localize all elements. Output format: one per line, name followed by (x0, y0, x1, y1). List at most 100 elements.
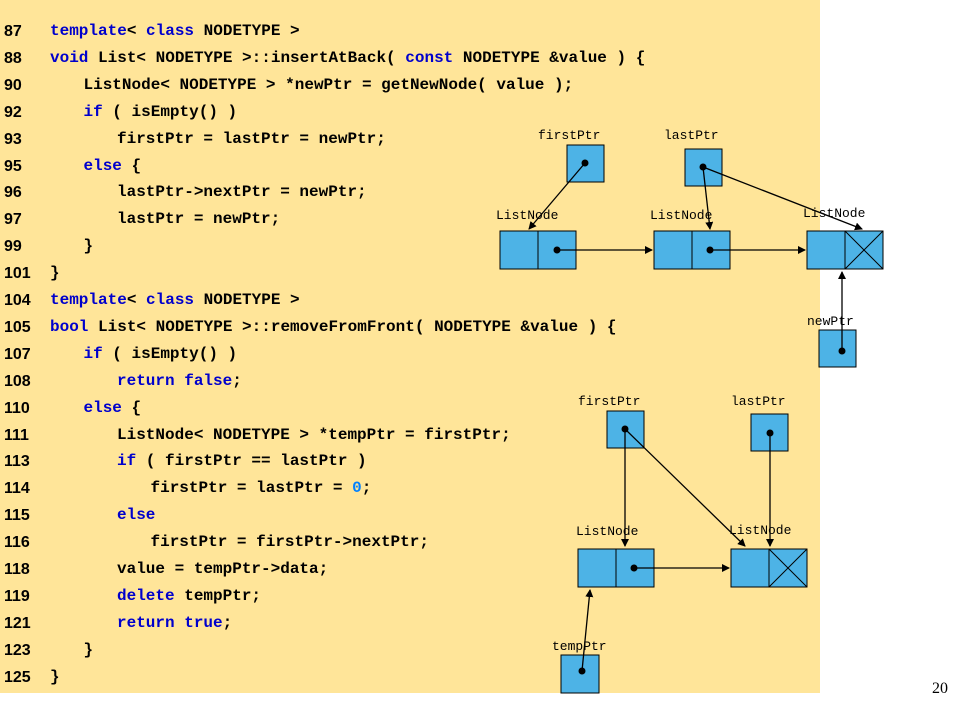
code-text: lastPtr->nextPtr = newPtr; (117, 179, 367, 206)
line-number: 92 (4, 103, 22, 121)
remove-diagram: firstPtr lastPtr ListNode ListNode tempP… (552, 394, 808, 694)
code-text: else { (84, 153, 142, 180)
code-text: void List< NODETYPE >::insertAtBack( con… (50, 45, 645, 72)
keyword-token: true (184, 613, 223, 632)
code-token: NODETYPE > (194, 291, 300, 309)
code-token: ListNode< NODETYPE > *tempPtr = firstPtr… (117, 425, 511, 444)
code-text: else (117, 502, 155, 529)
code-token: lastPtr = newPtr; (117, 210, 281, 229)
last-ptr-label: lastPtr (731, 394, 786, 409)
code-text: } (84, 637, 94, 664)
code-line: 90 ListNode< NODETYPE > *newPtr = getNewN… (0, 72, 820, 99)
code-line: 123} (0, 637, 820, 664)
code-line: 95 else { (0, 153, 820, 180)
code-text: return true; (117, 610, 232, 637)
code-text: firstPtr = lastPtr = 0; (151, 475, 372, 502)
list-node-null (730, 548, 808, 588)
code-token: List< NODETYPE >::insertAtBack( (88, 48, 406, 67)
code-token: ; (232, 371, 242, 390)
line-number: 113 (4, 453, 30, 471)
code-token: ; (222, 613, 233, 632)
code-token: NODETYPE &value ) { (453, 48, 646, 67)
list-node-null (806, 230, 884, 270)
first-ptr-label: firstPtr (538, 128, 600, 143)
keyword-token: delete (117, 586, 175, 605)
keyword-token: return (117, 613, 175, 632)
line-number: 101 (4, 265, 31, 283)
keyword-token: return (117, 371, 175, 390)
keyword-token: class (146, 291, 195, 309)
line-number: 119 (4, 587, 30, 605)
code-token: value = tempPtr->data; (117, 560, 329, 578)
code-token: } (83, 640, 94, 659)
code-panel (0, 0, 820, 693)
code-token: ( isEmpty() ) (102, 102, 238, 121)
line-number: 121 (4, 614, 31, 632)
arrow (581, 589, 594, 672)
line-number: 118 (4, 561, 30, 578)
code-token: ( isEmpty() ) (102, 344, 238, 363)
line-number: 115 (4, 507, 30, 525)
code-text: if ( isEmpty() ) (84, 341, 238, 368)
code-token: < (126, 291, 147, 309)
code-text: return false; (117, 368, 242, 395)
line-number: 107 (4, 345, 31, 363)
code-line: 113 if ( firstPtr == lastPtr ) (0, 448, 820, 475)
code-text: value = tempPtr->data; (117, 556, 328, 583)
code-token: { (121, 156, 142, 175)
line-number: 90 (4, 76, 22, 94)
code-token: } (83, 237, 94, 256)
code-text: firstPtr = lastPtr = newPtr; (117, 126, 386, 153)
keyword-token: if (83, 344, 103, 363)
keyword-token: class (146, 22, 195, 40)
keyword-token: else (117, 506, 156, 525)
arrow (702, 166, 714, 230)
code-token: < (126, 22, 147, 40)
line-number: 110 (4, 399, 30, 417)
page-number: 20 (932, 680, 948, 697)
line-number: 125 (4, 668, 31, 686)
code-token: } (50, 667, 60, 686)
code-text: firstPtr = firstPtr->nextPtr; (151, 529, 429, 556)
arrow (702, 166, 863, 231)
temp-ptr-label: tempPtr (552, 639, 607, 654)
list-node-label: ListNode (496, 208, 558, 223)
code-token: firstPtr = lastPtr = (150, 479, 353, 498)
first-ptr-label: firstPtr (578, 394, 640, 409)
code-text: ListNode< NODETYPE > *tempPtr = firstPtr… (117, 422, 511, 449)
number-token: 0 (352, 479, 362, 498)
line-number: 105 (4, 318, 31, 336)
code-line: 108 return false; (0, 368, 820, 395)
code-line: 107 if ( isEmpty() ) (0, 341, 820, 368)
code-line: 118 value = tempPtr->data; (0, 556, 820, 583)
line-number: 95 (4, 157, 22, 175)
temp-ptr-box (560, 654, 600, 694)
list-node-label: ListNode (803, 206, 865, 221)
arrow (624, 428, 746, 547)
code-line: 101} (0, 260, 820, 287)
code-text: delete tempPtr; (117, 583, 261, 610)
new-ptr-box (818, 329, 857, 368)
code-text: ListNode< NODETYPE > *newPtr = getNewNod… (84, 72, 574, 99)
code-text: } (84, 233, 94, 260)
code-token: firstPtr = lastPtr = newPtr; (117, 129, 386, 148)
code-token: ( firstPtr == lastPtr ) (136, 452, 367, 471)
list-node-label: ListNode (576, 524, 638, 539)
code-text: if ( firstPtr == lastPtr ) (117, 448, 367, 475)
list-node (577, 548, 655, 588)
keyword-token: void (50, 48, 89, 67)
keyword-token: if (83, 102, 103, 121)
code-text: else { (84, 395, 142, 422)
insert-diagram: firstPtr lastPtr ListNode ListNode ListN… (496, 128, 884, 368)
keyword-token: template (50, 291, 127, 309)
line-number: 108 (4, 372, 31, 390)
